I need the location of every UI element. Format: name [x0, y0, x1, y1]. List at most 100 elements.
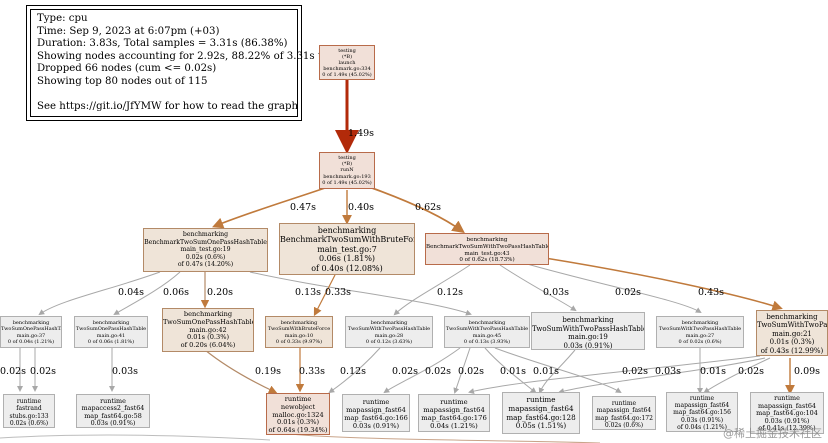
node-location: main_test.go:43	[464, 250, 510, 257]
node-twopass-main27[interactable]: benchmarking TwoSumWithTwoPassHashTable …	[656, 316, 744, 348]
edge-label-r2-b2: 0.03s	[112, 366, 139, 377]
watermark-text: @稀土掘金技术社区	[723, 427, 822, 440]
node-runtime-mapassign-128[interactable]: runtime mapassign_fast64 map_fast64.go:1…	[502, 392, 580, 434]
node-package: benchmarking	[562, 316, 614, 324]
node-receiver: (*B)	[341, 54, 353, 60]
edge-twopass-r8	[519, 261, 702, 314]
node-package: runtime	[284, 395, 312, 403]
edge-label-m10: 0.09s	[794, 366, 821, 377]
node-runtime-newobject[interactable]: runtime newobject malloc.go:1324 0.01s (…	[266, 393, 330, 435]
node-location: main.go:37	[16, 332, 46, 339]
edge-twopass-r7	[499, 264, 577, 312]
node-cost: 0 of 0.62s (18.73%)	[459, 257, 515, 264]
node-runtime-mapaccess2[interactable]: runtime mapaccess2_fast64 map_fast64.go:…	[76, 394, 150, 428]
node-location: main.go:28	[374, 332, 404, 339]
node-twopass-main19[interactable]: benchmarking TwoSumWithTwoPassHashTable …	[531, 312, 645, 350]
info-duration: Duration: 3.83s, Total samples = 3.31s (…	[37, 38, 288, 50]
edge-label-m5: 0.01s	[533, 366, 560, 377]
info-help-link[interactable]: See https://git.io/JfYMW for how to read…	[37, 101, 299, 113]
node-location: map_fast64.go:156	[673, 409, 731, 417]
edge-label-r3-b3: 0.19s	[255, 366, 282, 377]
edge-r6-b6	[484, 347, 537, 394]
edge-onepass-r1	[38, 271, 161, 316]
node-flat: 0.02s (0.6%)	[604, 422, 644, 430]
node-cost: 0 of 1.49s (45.02%)	[322, 72, 372, 78]
edge-label-m1: 0.02s	[392, 366, 419, 377]
edge-label-m8: 0.01s	[700, 366, 727, 377]
edge-label-run-onepass: 0.47s	[290, 202, 317, 213]
node-location: main.go:42	[189, 325, 227, 334]
info-dropped: Dropped 66 nodes (cum <= 0.02s)	[37, 63, 217, 75]
node-function: TwoSumOnePassHashTable	[1, 326, 61, 333]
node-cost: 0 of 0.02s (0.6%)	[678, 339, 722, 346]
node-benchmark-twopass[interactable]: benchmarking BenchmarkTwoSumWithTwoPassH…	[425, 233, 549, 265]
node-location: stubs.go:133	[9, 412, 49, 420]
edge-label-m6: 0.02s	[622, 366, 649, 377]
edge-label-m4: 0.01s	[500, 366, 527, 377]
node-benchmark-onepass[interactable]: benchmarking BenchmarkTwoSumOnePassHashT…	[143, 228, 268, 272]
node-package: runtime	[774, 394, 800, 402]
info-time: Time: Sep 9, 2023 at 6:07pm (+03)	[37, 25, 220, 37]
node-cost: 0 of 0.33s (9.97%)	[275, 339, 323, 346]
node-location: benchmark.go:193	[323, 173, 371, 180]
node-twopass-main21[interactable]: benchmarking TwoSumWithTwoPassHas main.g…	[756, 310, 828, 356]
edge-r9-b6	[558, 357, 766, 394]
node-package: runtime	[611, 400, 637, 407]
node-function: BenchmarkTwoSumWithTwoPassHashTable	[426, 243, 549, 250]
node-package: runtime	[689, 395, 715, 402]
node-location: map_fast64.go:128	[506, 412, 576, 422]
node-testing-runn[interactable]: testing (*B) runN benchmark.go:193 0 of …	[319, 152, 375, 189]
edge-r5-b3	[328, 347, 381, 394]
node-twopass-main45[interactable]: benchmarking TwoSumWithTwoPassHashTable …	[444, 316, 530, 348]
edge-label-r1-b1: 0.02s	[0, 366, 27, 377]
node-location: map_fast64.go:104	[756, 409, 818, 418]
node-package: benchmarking	[92, 320, 130, 326]
edge-r6-b4	[383, 347, 461, 394]
node-function: mapassign_fast64	[674, 402, 730, 410]
node-location: malloc.go:1324	[272, 410, 324, 419]
node-function: TwoSumWithTwoPassHas	[757, 321, 828, 330]
edge-label-twopass-r9: 0.43s	[698, 287, 725, 298]
node-location: main.go:41	[96, 332, 126, 339]
node-location: map_fast64.go:58	[84, 411, 142, 420]
edge-r9-b5	[468, 355, 761, 394]
node-runtime-mapassign-104[interactable]: runtime mapassign_fast64 map_fast64.go:1…	[750, 392, 824, 434]
node-location: main_test.go:7	[317, 244, 377, 254]
node-onepass-main41[interactable]: benchmarking TwoSumOnePassHashTable main…	[74, 316, 148, 348]
node-function: TwoSumOnePassHashTable	[75, 326, 147, 333]
node-cost: 0 of 1.49s (45.02%)	[322, 179, 372, 186]
edge-label-m7: 0.03s	[655, 366, 682, 377]
node-package: runtime	[16, 398, 42, 405]
node-package: benchmarking	[370, 320, 408, 326]
node-function: mapassign_fast64	[508, 403, 574, 413]
node-function: fastrand	[16, 405, 42, 413]
info-showing-nodes: Showing nodes accounting for 2.92s, 88.2…	[37, 50, 342, 62]
edge-label-run-brute: 0.40s	[348, 202, 375, 213]
node-benchmark-bruteforce[interactable]: benchmarking BenchmarkTwoSumWithBruteFor…	[279, 223, 415, 275]
node-flat: 0.03s (0.91%)	[352, 422, 400, 430]
edge-run-twopass	[371, 187, 465, 234]
edge-r9-b8	[703, 357, 771, 394]
node-onepass-main37[interactable]: benchmarking TwoSumOnePassHashTable main…	[0, 316, 62, 348]
node-flat: 0.05s (1.51%)	[515, 421, 567, 431]
node-location: main_test.go:19	[180, 246, 231, 254]
node-cum: of 0.43s (12.99%)	[760, 346, 824, 355]
node-runtime-mapassign-172[interactable]: runtime mapassign_fast64 map_fast64.go:1…	[592, 396, 656, 430]
node-function: BenchmarkTwoSumOnePassHashTable	[144, 238, 267, 246]
info-type: Type: cpu	[37, 13, 88, 24]
node-flat: 0.03s (0.91%)	[680, 416, 724, 424]
node-bruteforce-main10[interactable]: benchmarking TwoSumWithBruteForce main.g…	[265, 316, 333, 348]
node-runtime-mapassign-156[interactable]: runtime mapassign_fast64 map_fast64.go:1…	[666, 392, 738, 432]
node-onepass-main42[interactable]: benchmarking TwoSumOnePassHashTable main…	[162, 308, 254, 352]
node-twopass-main28[interactable]: benchmarking TwoSumWithTwoPassHashTable …	[345, 316, 433, 348]
node-runtime-mapassign-176[interactable]: runtime mapassign_fast64 map_fast64.go:1…	[418, 394, 490, 432]
node-location: benchmark.go:334	[323, 66, 371, 72]
node-cum: of 0.20s (6.04%)	[180, 341, 236, 350]
node-runtime-fastrand[interactable]: runtime fastrand stubs.go:133 0.02s (0.6…	[3, 394, 55, 428]
info-top-nodes: Showing top 80 nodes out of 115	[37, 75, 208, 87]
node-runtime-mapassign-166[interactable]: runtime mapassign_fast64 map_fast64.go:1…	[342, 394, 410, 432]
node-function: mapassign_fast64	[423, 406, 485, 414]
edge-brute-r4	[313, 274, 336, 317]
edge-label-onepass-r6: 0.13s	[295, 287, 322, 298]
node-testing-launch[interactable]: testing (*B) launch benchmark.go:334 0 o…	[319, 45, 375, 80]
